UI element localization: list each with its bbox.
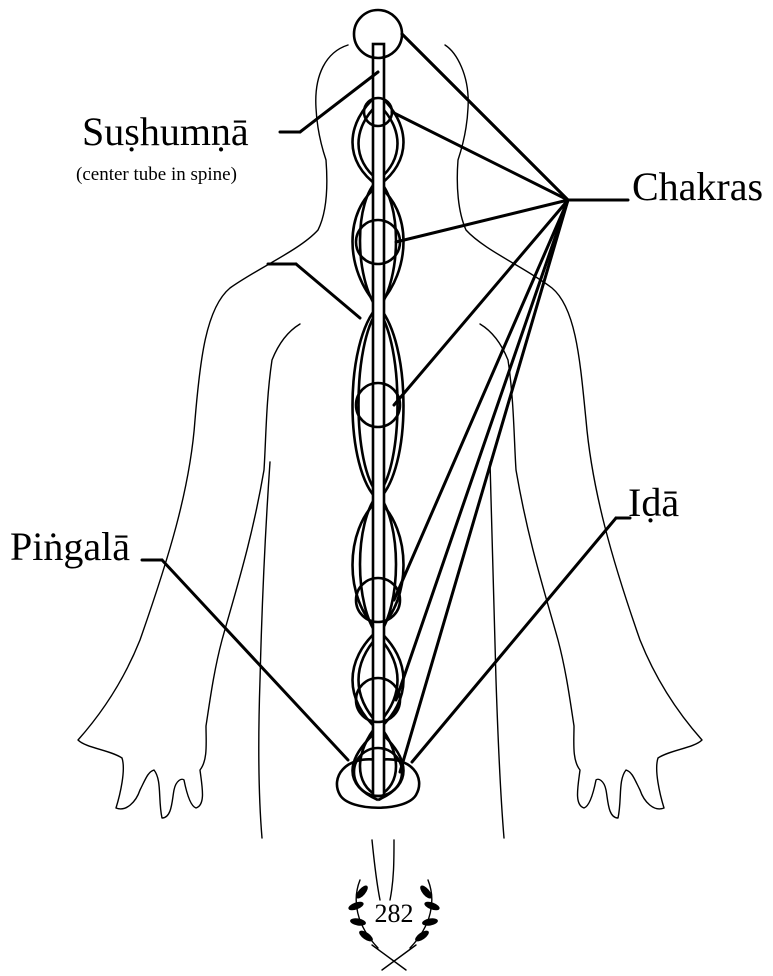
ida-label: Iḍā — [628, 480, 679, 525]
sushumna-tube — [373, 44, 384, 796]
chakras-label: Chakras — [632, 164, 763, 209]
sushumna-note: (center tube in spine) — [76, 164, 237, 185]
sushumna-label: Suṣhumṇā — [82, 109, 249, 154]
laurel-emblem: 282 — [347, 880, 440, 970]
page-number: 282 — [375, 899, 414, 928]
pingala-label: Piṅgalā — [10, 524, 130, 569]
